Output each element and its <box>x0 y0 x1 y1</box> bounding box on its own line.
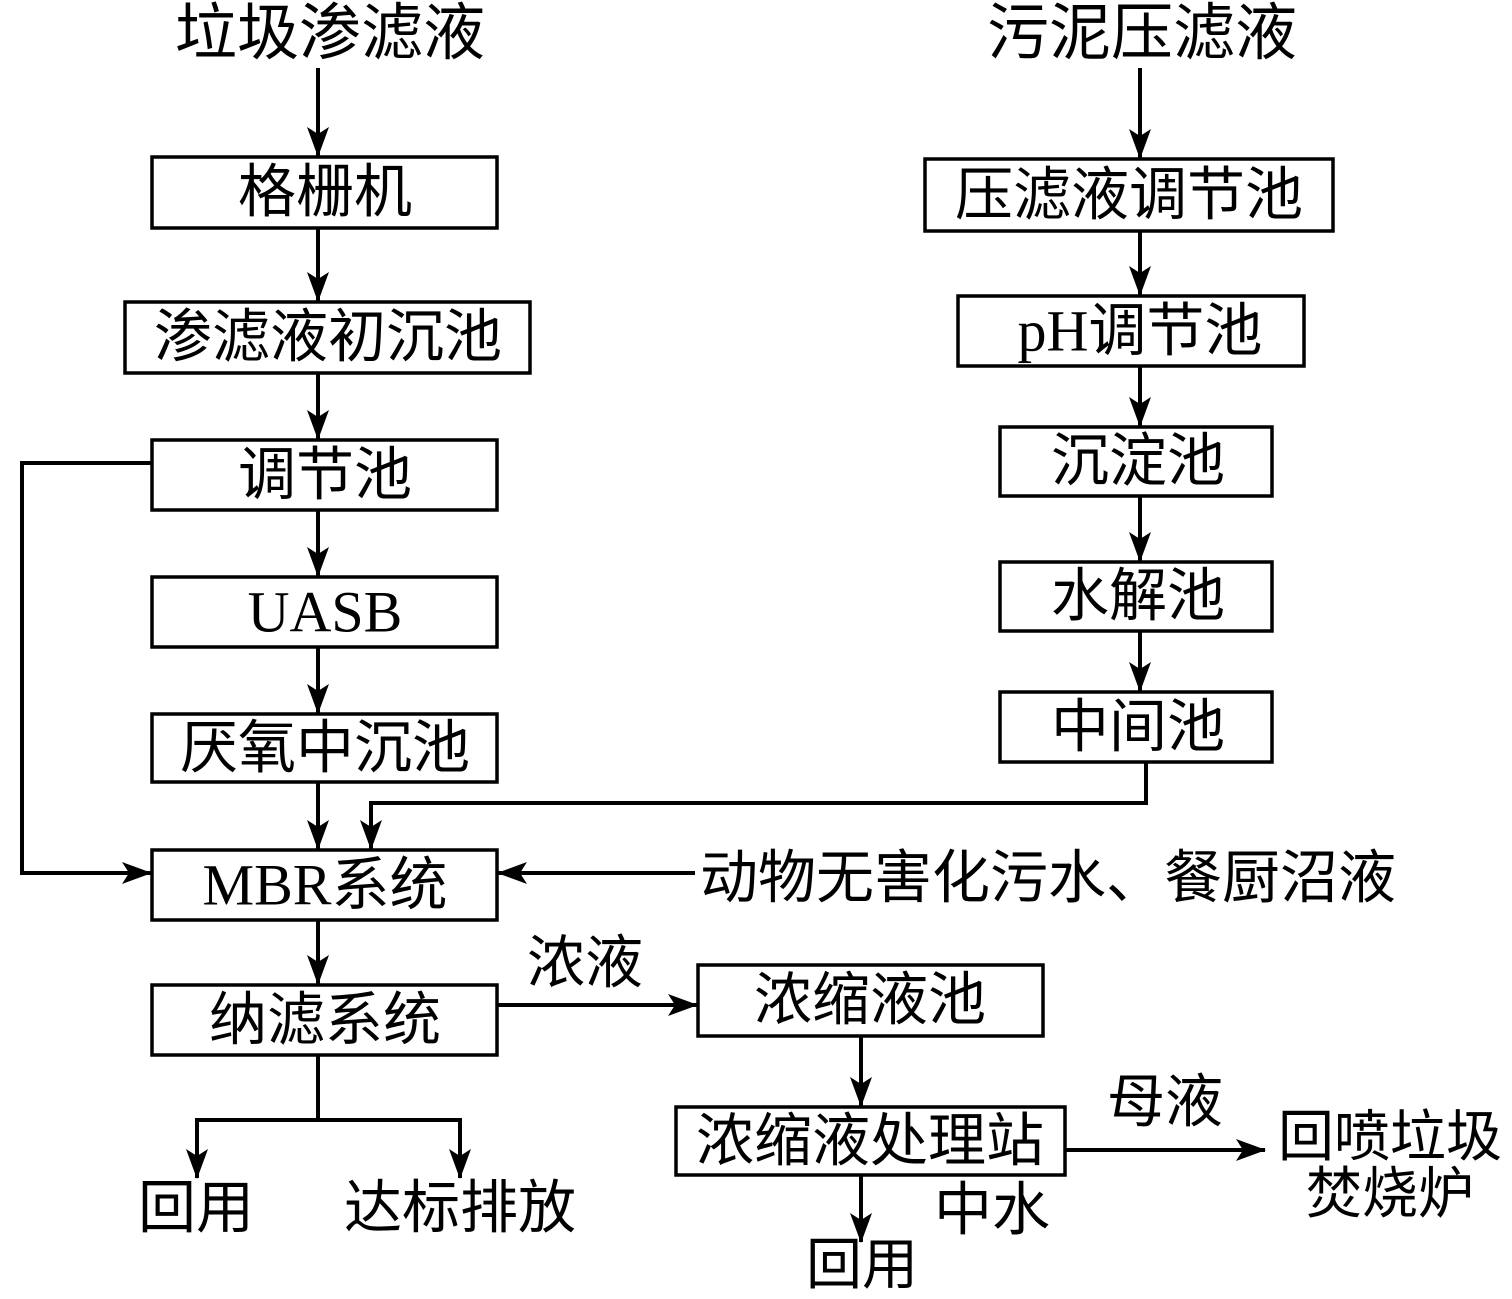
anaerobic-settling-box-frame <box>150 712 499 784</box>
filtrate-equalization-box: 压滤液调节池 <box>923 157 1335 233</box>
hydrolysis-box: 水解池 <box>998 560 1274 633</box>
incinerator-label-line2: 焚烧炉 <box>1306 1164 1474 1226</box>
concentrate-tank-box-frame <box>696 963 1045 1038</box>
ph-adjust-box-frame <box>956 294 1306 368</box>
mbr-box-frame <box>150 848 499 922</box>
hydrolysis-box-frame <box>998 560 1274 633</box>
sedimentation-box: 沉淀池 <box>998 425 1274 498</box>
concentrate-tank-box-label: 浓缩液池 <box>754 968 986 1033</box>
concentrate-tank-box: 浓缩液池 <box>696 963 1045 1038</box>
concentrate-flow-label: 浓液 <box>527 931 643 996</box>
anaerobic-settling-box: 厌氧中沉池 <box>150 712 499 784</box>
concentrate-station-box: 浓缩液处理站 <box>674 1105 1067 1177</box>
equalization-box: 调节池 <box>150 438 499 512</box>
intermediate-box: 中间池 <box>998 690 1274 764</box>
discharge-label: 达标排放 <box>344 1176 576 1241</box>
equalization-box-frame <box>150 438 499 512</box>
nanofiltration-box-label: 纳滤系统 <box>209 988 441 1053</box>
arrow-intermediate-to-mbr <box>360 762 1148 850</box>
uasb-box-frame <box>150 575 499 649</box>
ph-adjust-box-label: pH调节池 <box>1018 299 1263 364</box>
left-reuse-label: 回用 <box>138 1176 254 1241</box>
source-sludge-filtrate-label: 污泥压滤液 <box>987 0 1297 68</box>
screen-box-frame <box>150 155 499 230</box>
equalization-box-label: 调节池 <box>238 443 412 508</box>
filtrate-equalization-box-frame <box>923 157 1335 233</box>
concentrate-station-box-label: 浓缩液处理站 <box>696 1109 1044 1174</box>
arrow-equalization-bypass-to-mbr <box>20 461 152 884</box>
sedimentation-box-frame <box>998 425 1274 498</box>
nanofiltration-box: 纳滤系统 <box>150 983 499 1057</box>
mother-liquor-label: 母液 <box>1107 1070 1223 1135</box>
concentrate-station-box-frame <box>674 1105 1067 1177</box>
primary-settling-box-label: 渗滤液初沉池 <box>154 305 502 370</box>
filtrate-equalization-box-label: 压滤液调节池 <box>955 163 1303 228</box>
nanofiltration-box-frame <box>150 983 499 1057</box>
intermediate-box-frame <box>998 690 1274 764</box>
primary-settling-box-frame <box>123 300 532 375</box>
screen-box-label: 格栅机 <box>238 160 412 225</box>
screen-box: 格栅机 <box>150 155 499 230</box>
side-input-label: 动物无害化污水、餐厨沼液 <box>700 846 1396 911</box>
sedimentation-box-label: 沉淀池 <box>1051 429 1225 494</box>
primary-settling-box: 渗滤液初沉池 <box>123 300 532 375</box>
reclaimed-water-label: 中水 <box>934 1178 1050 1243</box>
incinerator-label-line1: 回喷垃圾 <box>1278 1107 1502 1169</box>
hydrolysis-box-label: 水解池 <box>1051 564 1225 629</box>
intermediate-box-label: 中间池 <box>1051 695 1225 760</box>
mbr-box: MBR系统 <box>150 848 499 922</box>
ph-adjust-box: pH调节池 <box>956 294 1306 368</box>
right-reuse-label: 回用 <box>806 1235 918 1297</box>
mbr-box-label: MBR系统 <box>203 853 448 918</box>
uasb-box: UASB <box>150 575 499 649</box>
source-leachate-label: 垃圾渗滤液 <box>175 0 485 68</box>
uasb-box-label: UASB <box>248 580 403 645</box>
anaerobic-settling-box-label: 厌氧中沉池 <box>180 716 470 781</box>
